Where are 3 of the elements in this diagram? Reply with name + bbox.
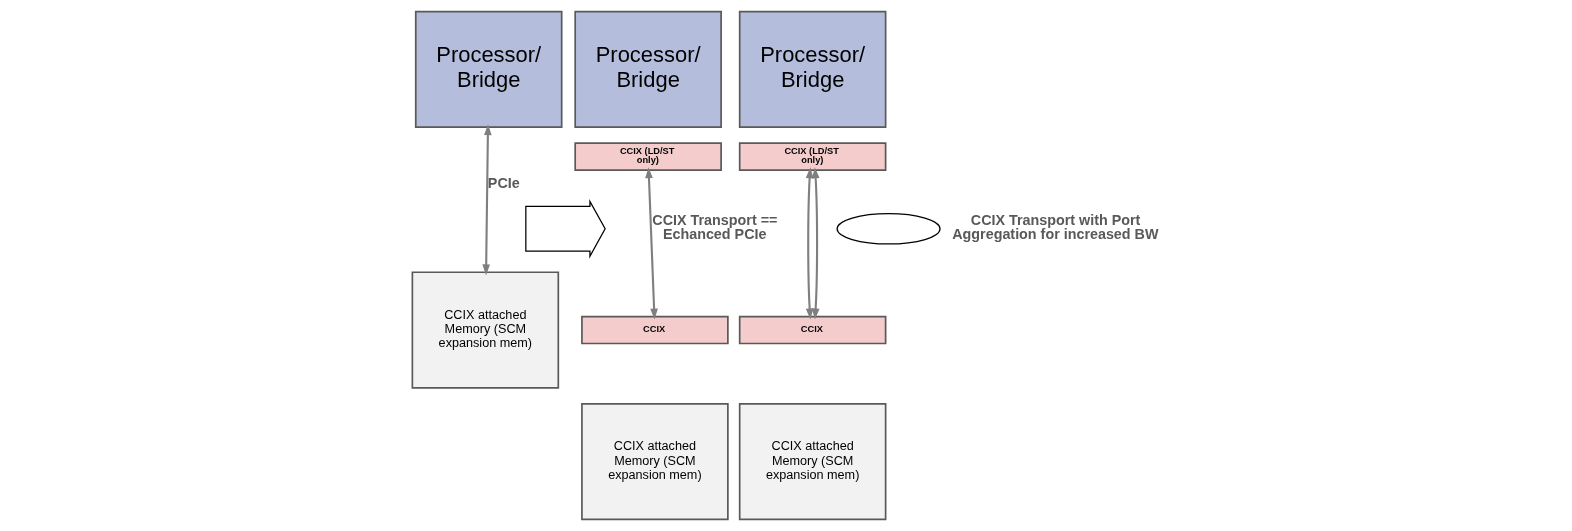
edge-label: PCIe: [487, 175, 520, 192]
edge-label: CCIX Transport == Echanced PCIe: [651, 212, 777, 243]
node-label: CCIX Transport with Port Aggregation for increased BW: [951, 212, 1158, 243]
